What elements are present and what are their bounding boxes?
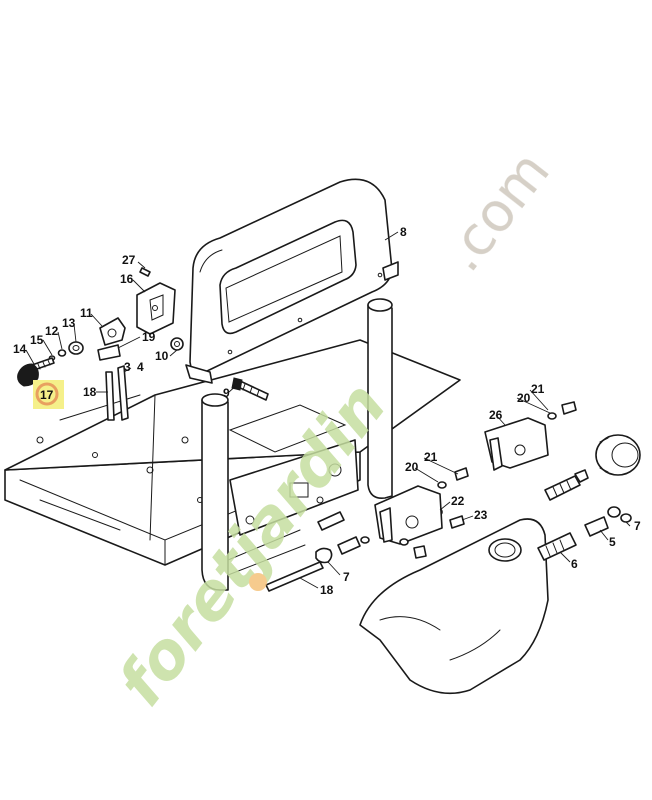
callout-21-top[interactable]: 21 — [531, 382, 545, 396]
callout-23[interactable]: 23 — [474, 508, 488, 522]
callout-11[interactable]: 11 — [80, 306, 93, 320]
callout-9[interactable]: 9 — [223, 386, 230, 400]
callouts: 8 27 16 11 13 12 15 14 19 10 3 4 18 9 21… — [13, 225, 641, 597]
callout-5[interactable]: 5 — [609, 535, 616, 549]
base-deck — [4, 339, 461, 566]
highlight-ring — [35, 382, 59, 406]
callout-21-mid[interactable]: 21 — [424, 450, 438, 464]
callout-15[interactable]: 15 — [30, 333, 44, 347]
handle-frame — [185, 178, 399, 384]
callout-8[interactable]: 8 — [400, 225, 407, 239]
callout-14[interactable]: 14 — [13, 342, 27, 356]
callout-17: 17 — [40, 388, 54, 402]
callout-3[interactable]: 3 — [124, 360, 131, 374]
right-parts — [265, 401, 641, 592]
callout-20-mid[interactable]: 20 — [405, 460, 419, 474]
left-parts — [17, 267, 269, 421]
callout-20-top[interactable]: 20 — [517, 391, 531, 405]
callout-26[interactable]: 26 — [489, 408, 503, 422]
callout-4[interactable]: 4 — [137, 360, 144, 374]
callout-12[interactable]: 12 — [45, 324, 59, 338]
watermark-domain: .com — [431, 140, 562, 283]
callout-7-right[interactable]: 7 — [634, 519, 641, 533]
callout-7-lower[interactable]: 7 — [343, 570, 350, 584]
callout-27[interactable]: 27 — [122, 253, 136, 267]
callout-6[interactable]: 6 — [571, 557, 578, 571]
leader-lines — [25, 231, 631, 589]
fuel-tank — [359, 518, 549, 695]
part-17-highlight[interactable]: 17 — [33, 380, 64, 409]
callout-18-upper[interactable]: 18 — [83, 385, 97, 399]
callout-16[interactable]: 16 — [120, 272, 134, 286]
callout-18-lower[interactable]: 18 — [320, 583, 334, 597]
callout-22[interactable]: 22 — [451, 494, 465, 508]
callout-13[interactable]: 13 — [62, 316, 76, 330]
tube-frame — [201, 298, 393, 591]
callout-19[interactable]: 19 — [142, 330, 156, 344]
watermark-accent-dot — [249, 573, 267, 591]
callout-10[interactable]: 10 — [155, 349, 169, 363]
